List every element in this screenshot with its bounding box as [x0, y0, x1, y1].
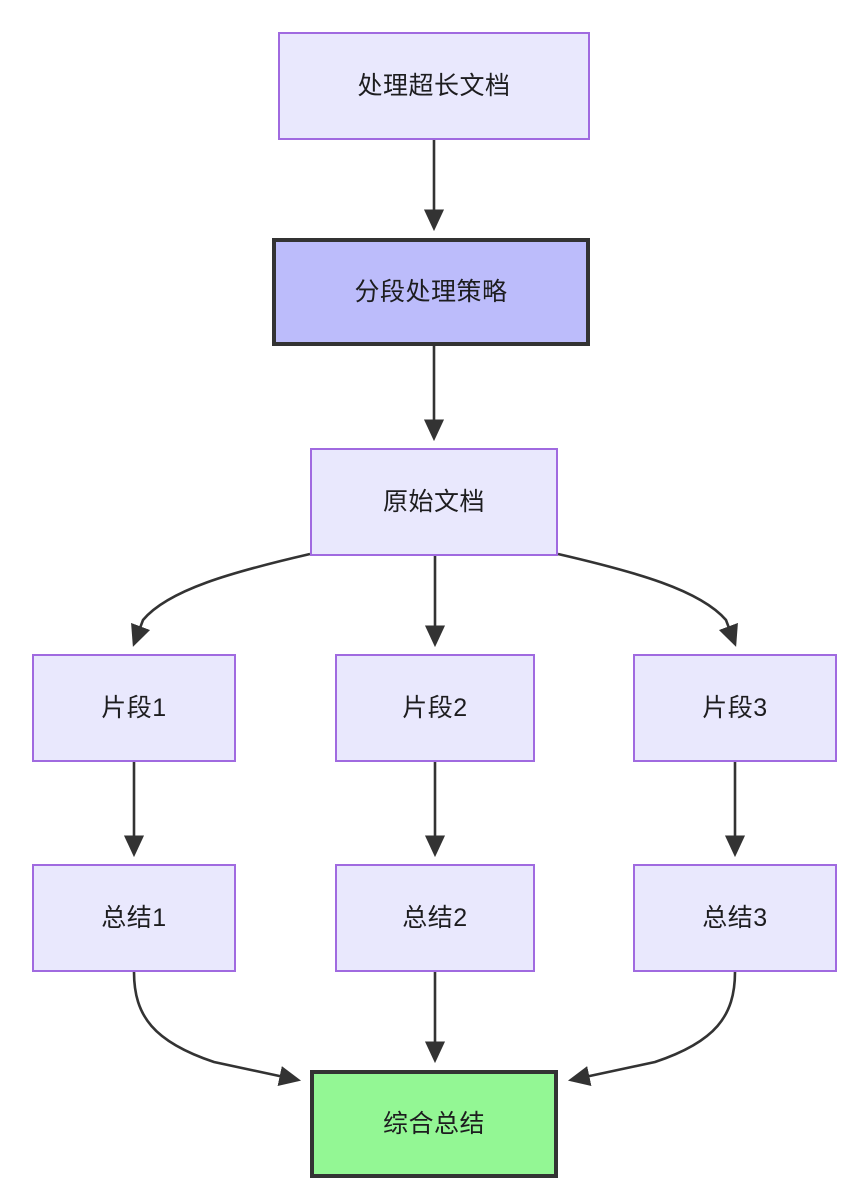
node-strategy-label: 分段处理策略 — [354, 277, 508, 306]
node-chunk-3-label: 片段3 — [702, 693, 768, 722]
node-summary-1-label: 总结1 — [101, 903, 167, 932]
node-summary-2[interactable]: 总结2 — [335, 864, 535, 972]
node-chunk-1[interactable]: 片段1 — [32, 654, 236, 762]
node-summary-3-label: 总结3 — [702, 903, 768, 932]
node-root-label: 处理超长文档 — [357, 71, 511, 100]
node-chunk-2-label: 片段2 — [402, 693, 468, 722]
node-chunk-2[interactable]: 片段2 — [335, 654, 535, 762]
edge-source-to-chunk3 — [557, 552, 738, 647]
node-root[interactable]: 处理超长文档 — [278, 32, 590, 140]
edge-source-to-chunk1 — [131, 552, 311, 647]
node-chunk-1-label: 片段1 — [101, 693, 167, 722]
node-summary-1[interactable]: 总结1 — [32, 864, 236, 972]
edge-summary3-to-final — [567, 971, 737, 1086]
node-summary-2-label: 总结2 — [402, 903, 468, 932]
node-source-document[interactable]: 原始文档 — [310, 448, 558, 556]
node-strategy[interactable]: 分段处理策略 — [272, 238, 590, 346]
node-chunk-3[interactable]: 片段3 — [633, 654, 837, 762]
node-summary-3[interactable]: 总结3 — [633, 864, 837, 972]
node-final-summary[interactable]: 综合总结 — [310, 1070, 558, 1178]
edge-summary1-to-final — [132, 971, 302, 1086]
node-final-summary-label: 综合总结 — [382, 1109, 485, 1138]
node-source-document-label: 原始文档 — [382, 487, 485, 516]
